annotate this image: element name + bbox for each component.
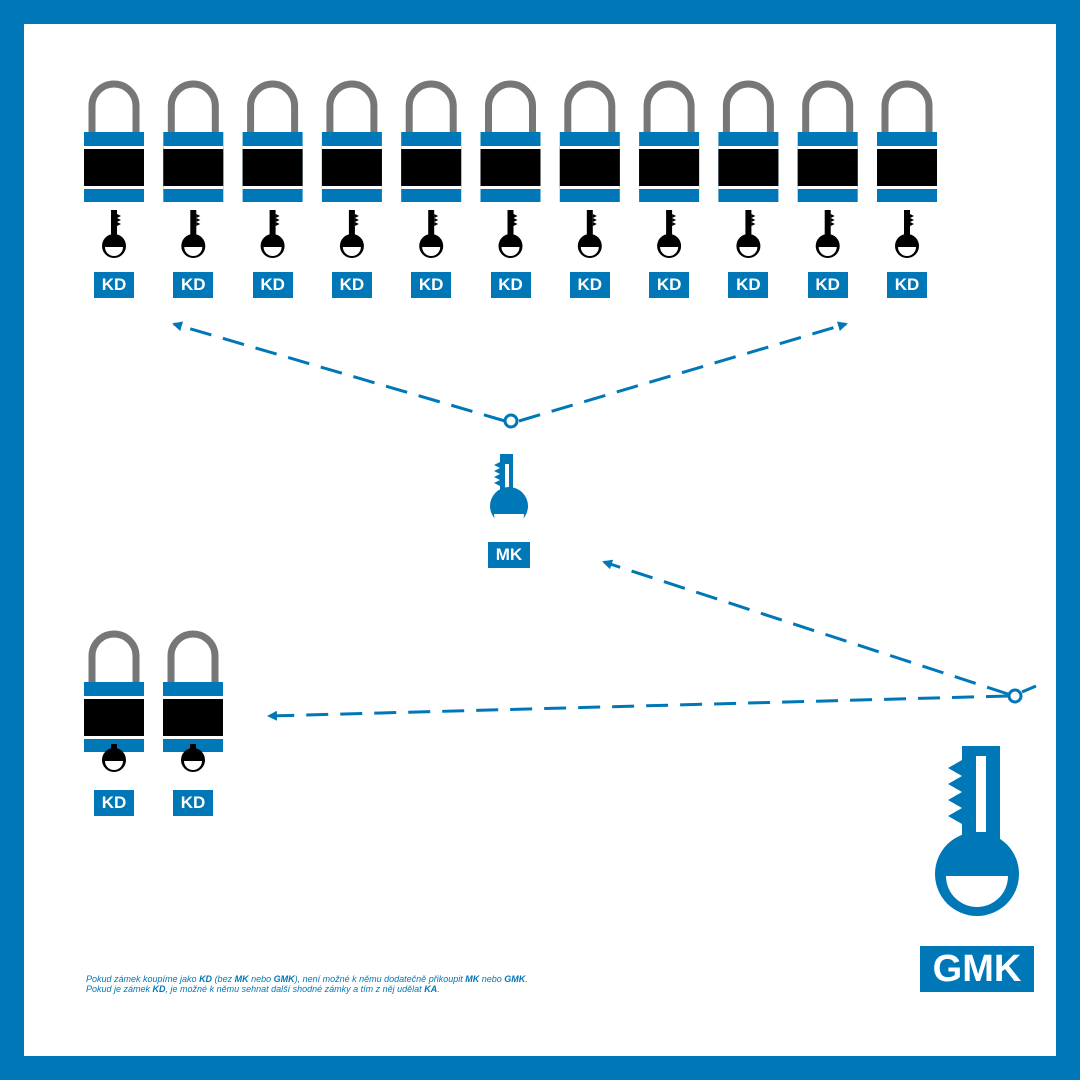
padlock-top-6 <box>480 80 541 202</box>
key-icon <box>181 210 206 258</box>
footnote-line-1: Pokud zámek koupíme jako KD (bez MK nebo… <box>86 974 528 984</box>
kd-badge-top-8: KD <box>649 272 690 298</box>
key-icon <box>102 210 126 258</box>
key-icon <box>657 210 682 258</box>
lock-body <box>559 146 620 188</box>
lock-body <box>877 146 937 188</box>
gmk-to-mk-arrow <box>602 559 1009 696</box>
key-icon <box>498 210 523 258</box>
inserted-key-icon <box>102 744 126 772</box>
shackle <box>564 80 616 132</box>
shackle <box>722 80 774 132</box>
kd-badge-top-9: KD <box>728 272 769 298</box>
connector-lines <box>172 321 1037 721</box>
padlock-top-3 <box>242 80 303 202</box>
mk-to-top-right-arrow <box>518 321 848 423</box>
shackle <box>247 80 299 132</box>
shackle <box>802 80 854 132</box>
kd-badge-top-6: KD <box>490 272 531 298</box>
footnote: Pokud zámek koupíme jako KD (bez MK nebo… <box>86 974 786 994</box>
padlock-top-1 <box>84 80 144 202</box>
kd-badge-top-2: KD <box>173 272 214 298</box>
padlock-top-7 <box>559 80 620 202</box>
padlock-top-9 <box>718 80 779 202</box>
kd-badge-top-10: KD <box>807 272 848 298</box>
key-icon <box>577 210 602 258</box>
padlock-top-4 <box>321 80 382 202</box>
shackle <box>485 80 536 132</box>
shackle <box>643 80 695 132</box>
lock-body <box>401 146 462 188</box>
kd-badge-top-3: KD <box>252 272 293 298</box>
lock-body <box>242 146 303 188</box>
padlock-top-8 <box>639 80 700 202</box>
lock-body <box>797 146 858 188</box>
lock-body <box>163 146 224 188</box>
padlock-top-2 <box>163 80 224 202</box>
footnote-line-2: Pokud je zámek KD, je možné k němu sehna… <box>86 984 440 994</box>
key-icon <box>419 210 444 258</box>
key-icon <box>895 210 919 258</box>
shackle <box>167 630 219 682</box>
padlock-bottom-1 <box>84 630 144 752</box>
mk-to-top-left-arrow <box>172 321 506 423</box>
shackle <box>167 80 219 132</box>
kd-badge-top-5: KD <box>411 272 452 298</box>
kd-badge-bottom-1: KD <box>94 790 134 816</box>
shackle <box>326 80 378 132</box>
shackle <box>88 80 140 132</box>
kd-badge-top-1: KD <box>94 272 134 298</box>
shackle <box>881 80 933 132</box>
padlock-bottom-2 <box>163 630 223 752</box>
lock-body <box>163 696 223 738</box>
kd-badge-top-11: KD <box>887 272 927 298</box>
padlock-top-5 <box>401 80 462 202</box>
inserted-key-icon <box>181 744 205 772</box>
key-icon <box>260 210 285 258</box>
padlock-top-11 <box>877 80 937 202</box>
mk-junction-node <box>503 413 519 429</box>
gmk-junction-node <box>1007 688 1023 704</box>
lock-body <box>718 146 779 188</box>
kd-badge-top-4: KD <box>331 272 372 298</box>
grand-master-key-label: GMK <box>920 946 1034 992</box>
master-key-icon <box>490 454 528 529</box>
lock-body <box>639 146 700 188</box>
key-icon <box>736 210 761 258</box>
key-icon <box>339 210 364 258</box>
lock-body <box>480 146 541 188</box>
key-icon <box>815 210 840 258</box>
shackle <box>88 630 140 682</box>
diagram-frame: KD KD KD KD KD KD KD KD KD KD KD KD KD MK GMK Pokud … <box>24 24 1056 1056</box>
shackle <box>405 80 457 132</box>
kd-badge-top-7: KD <box>569 272 610 298</box>
gmk-tail-line <box>1021 684 1037 694</box>
padlock-top-10 <box>797 80 858 202</box>
master-key-label: MK <box>488 542 530 568</box>
diagram-canvas <box>84 80 1037 916</box>
lock-body <box>321 146 382 188</box>
kd-badge-bottom-2: KD <box>173 790 213 816</box>
lock-body <box>84 146 144 188</box>
grand-master-key-icon <box>935 746 1019 916</box>
lock-body <box>84 696 144 738</box>
gmk-to-bottom-arrow <box>267 694 1009 721</box>
